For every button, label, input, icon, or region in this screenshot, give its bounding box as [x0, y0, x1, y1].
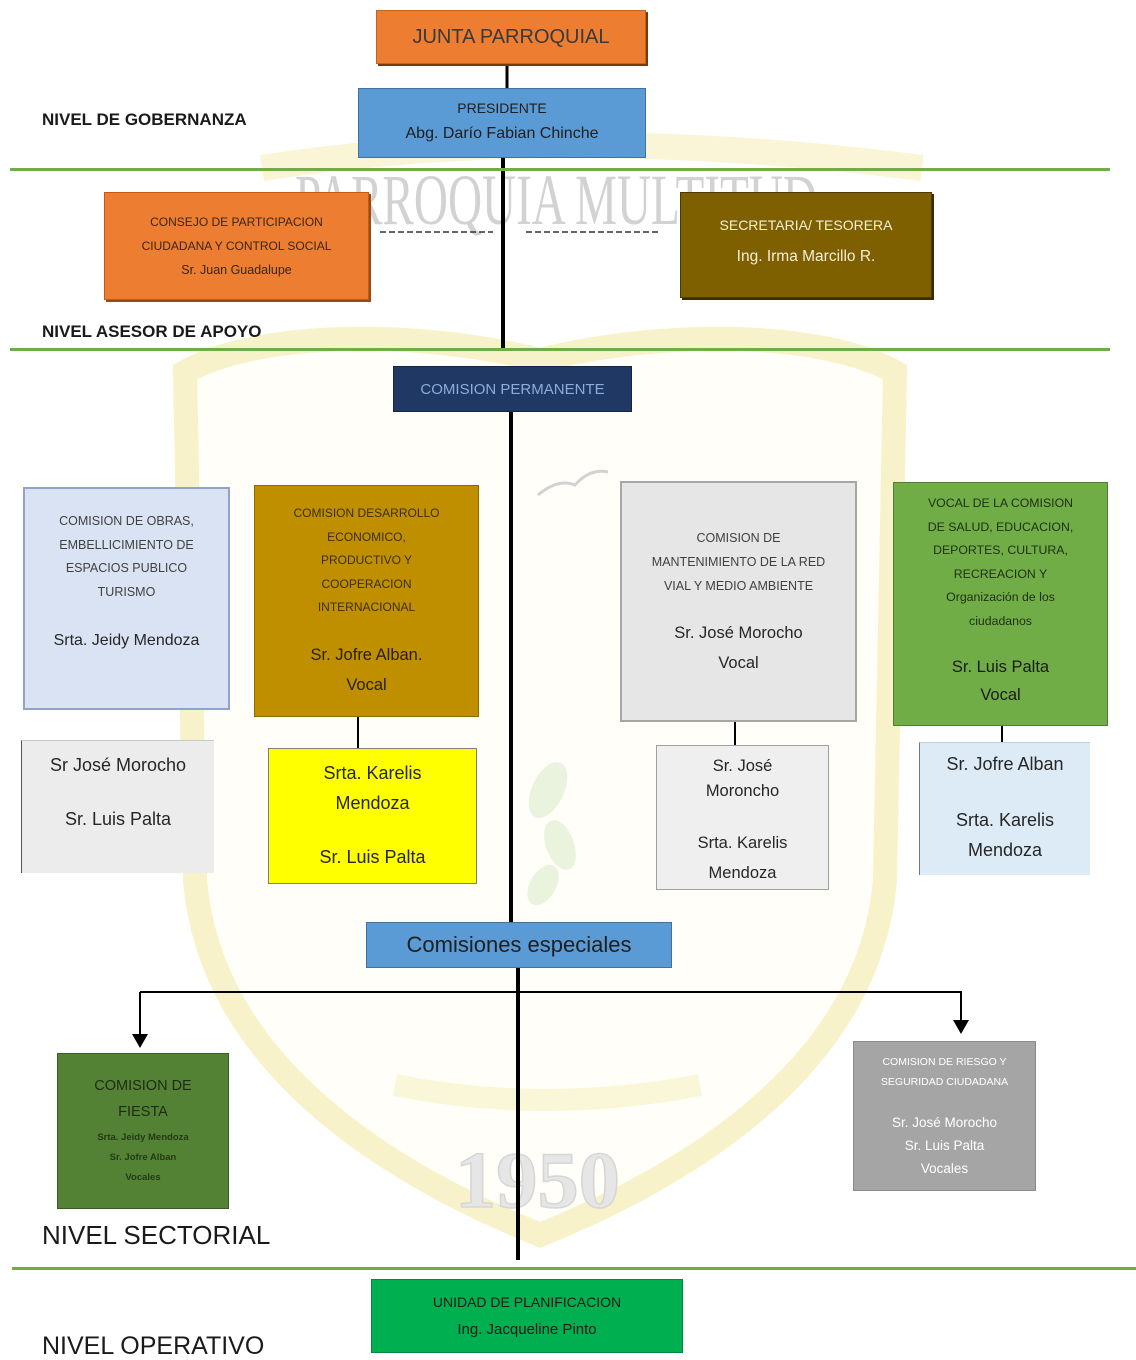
node-title: ciudadanos: [969, 613, 1032, 628]
node-title: DE SALUD, EDUCACION,: [927, 519, 1074, 534]
node-title: ESPACIOS PUBLICO: [65, 561, 188, 575]
member-name: Srta. Jeidy Mendoza: [53, 632, 200, 649]
node-comision-mantenimiento: COMISION DE MANTENIMIENTO DE LA RED VIAL…: [620, 481, 857, 722]
arrowhead-left-icon: [132, 1034, 148, 1048]
level-label-operativo: NIVEL OPERATIVO: [42, 1332, 265, 1360]
node-title: CONSEJO DE PARTICIPACION: [150, 215, 323, 229]
node-title: JUNTA PARROQUIAL: [412, 25, 610, 48]
node-title: COMISION DE RIESGO Y: [882, 1056, 1007, 1068]
node-title: VIAL Y MEDIO AMBIENTE: [663, 579, 814, 593]
node-title: TURISMO: [97, 584, 156, 599]
level-divider: [10, 168, 1110, 171]
watermark-plant: [527, 761, 576, 906]
watermark-year: 1950: [455, 1137, 620, 1225]
node-title: CIUDADANA Y CONTROL SOCIAL: [141, 239, 332, 253]
member-name: Mendoza: [708, 864, 777, 882]
node-comision-salud: VOCAL DE LA COMISION DE SALUD, EDUCACION…: [893, 482, 1108, 726]
node-title: COMISION PERMANENTE: [420, 380, 605, 398]
member-name: Sr. Jofre Alban.: [310, 645, 423, 664]
node-title: COMISION DE: [94, 1078, 192, 1094]
member-name: Mendoza: [335, 793, 410, 813]
member-name: Ing. Jacqueline Pinto: [457, 1321, 597, 1338]
node-title: DEPORTES, CULTURA,: [933, 543, 1068, 558]
node-title: COMISION DE: [696, 531, 781, 545]
member-name: Srta. Jeidy Mendoza: [97, 1132, 189, 1143]
level-divider: [10, 348, 1110, 351]
node-comision-permanente: COMISION PERMANENTE: [393, 366, 632, 412]
node-secretaria-tesorera: SECRETARIA/ TESORERA Ing. Irma Marcillo …: [680, 192, 932, 298]
member-name: Sr. José: [712, 757, 773, 775]
member-name: Sr. José Morocho: [674, 624, 803, 642]
member-role: Vocales: [920, 1161, 969, 1176]
node-junta-parroquial: JUNTA PARROQUIAL: [376, 10, 646, 64]
member-role: Vocales: [125, 1172, 161, 1183]
watermark-bird: [537, 469, 609, 497]
node-title: PRESIDENTE: [457, 100, 547, 116]
level-label-asesor: NIVEL ASESOR DE APOYO: [42, 322, 262, 341]
member-role: Vocal: [980, 685, 1021, 704]
node-title: EMBELLICIMIENTO DE: [59, 537, 194, 552]
node-title: UNIDAD DE PLANIFICACION: [432, 1294, 622, 1310]
level-label-sectorial: NIVEL SECTORIAL: [42, 1220, 271, 1250]
member-name: Sr. Luis Palta: [951, 657, 1050, 676]
node-title: MANTENIMIENTO DE LA RED: [651, 555, 826, 569]
node-comisiones-especiales: Comisiones especiales: [366, 922, 672, 968]
node-consejo-participacion: CONSEJO DE PARTICIPACION CIUDADANA Y CON…: [104, 192, 369, 300]
node-desarrollo-vocales: Srta. Karelis Mendoza Sr. Luis Palta: [268, 748, 477, 884]
node-title: ECONOMICO,: [327, 529, 406, 544]
node-title: COMISION DE OBRAS,: [59, 514, 194, 528]
member-name: Srta. Karelis: [323, 763, 422, 783]
node-title: FIESTA: [118, 1104, 168, 1120]
node-unidad-planificacion: UNIDAD DE PLANIFICACION Ing. Jacqueline …: [371, 1279, 683, 1353]
watermark-lower-band: [392, 1074, 703, 1111]
node-salud-vocales: Sr. Jofre Alban Srta. Karelis Mendoza: [919, 742, 1090, 875]
member-name: Sr. Luis Palta: [319, 847, 426, 867]
node-title: Organización de los: [946, 590, 1055, 605]
member-name: Moroncho: [705, 782, 780, 800]
node-title: PRODUCTIVO Y: [320, 553, 413, 567]
member-role: Vocal: [346, 675, 387, 694]
node-title: COMISION DESARROLLO: [293, 506, 440, 520]
member-name: Ing. Irma Marcillo R.: [736, 248, 876, 265]
member-name: Sr. Jofre Alban: [946, 754, 1064, 774]
member-role: Vocal: [718, 654, 759, 672]
node-title: Comisiones especiales: [406, 932, 632, 957]
member-name: Sr. Luis Palta: [64, 809, 172, 829]
member-name: Sr. José Morocho: [891, 1115, 998, 1130]
level-divider: [12, 1267, 1136, 1270]
member-name: Sr. Luis Palta: [904, 1138, 985, 1153]
node-title: RECREACION Y: [953, 566, 1048, 581]
node-title: SEGURIDAD CIUDADANA: [880, 1076, 1009, 1088]
node-presidente: PRESIDENTE Abg. Darío Fabian Chinche: [358, 88, 646, 158]
member-name: Srta. Karelis: [697, 834, 788, 852]
node-obras-vocales: Sr José Morocho Sr. Luis Palta: [21, 740, 214, 873]
member-name: Sr. Juan Guadalupe: [181, 263, 292, 277]
level-label-gobernanza: NIVEL DE GOBERNANZA: [42, 110, 247, 129]
node-title: VOCAL DE LA COMISION: [927, 496, 1074, 510]
node-title: COOPERACION: [321, 576, 412, 591]
node-title: SECRETARIA/ TESORERA: [719, 217, 893, 233]
node-mantenimiento-vocales: Sr. José Moroncho Srta. Karelis Mendoza: [656, 745, 829, 890]
node-comision-desarrollo: COMISION DESARROLLO ECONOMICO, PRODUCTIV…: [254, 485, 479, 717]
node-title: INTERNACIONAL: [317, 600, 416, 614]
member-name: Mendoza: [967, 840, 1043, 860]
member-name: Sr. Jofre Alban: [109, 1152, 177, 1163]
arrowhead-right-icon: [953, 1020, 969, 1034]
node-comision-obras: COMISION DE OBRAS, EMBELLICIMIENTO DE ES…: [23, 487, 230, 710]
member-name: Srta. Karelis: [955, 810, 1055, 830]
member-name: Abg. Darío Fabian Chinche: [405, 125, 599, 142]
node-comision-riesgo: COMISION DE RIESGO Y SEGURIDAD CIUDADANA…: [853, 1041, 1036, 1191]
member-name: Sr José Morocho: [49, 755, 187, 775]
node-comision-fiesta: COMISION DE FIESTA Srta. Jeidy Mendoza S…: [57, 1053, 229, 1209]
